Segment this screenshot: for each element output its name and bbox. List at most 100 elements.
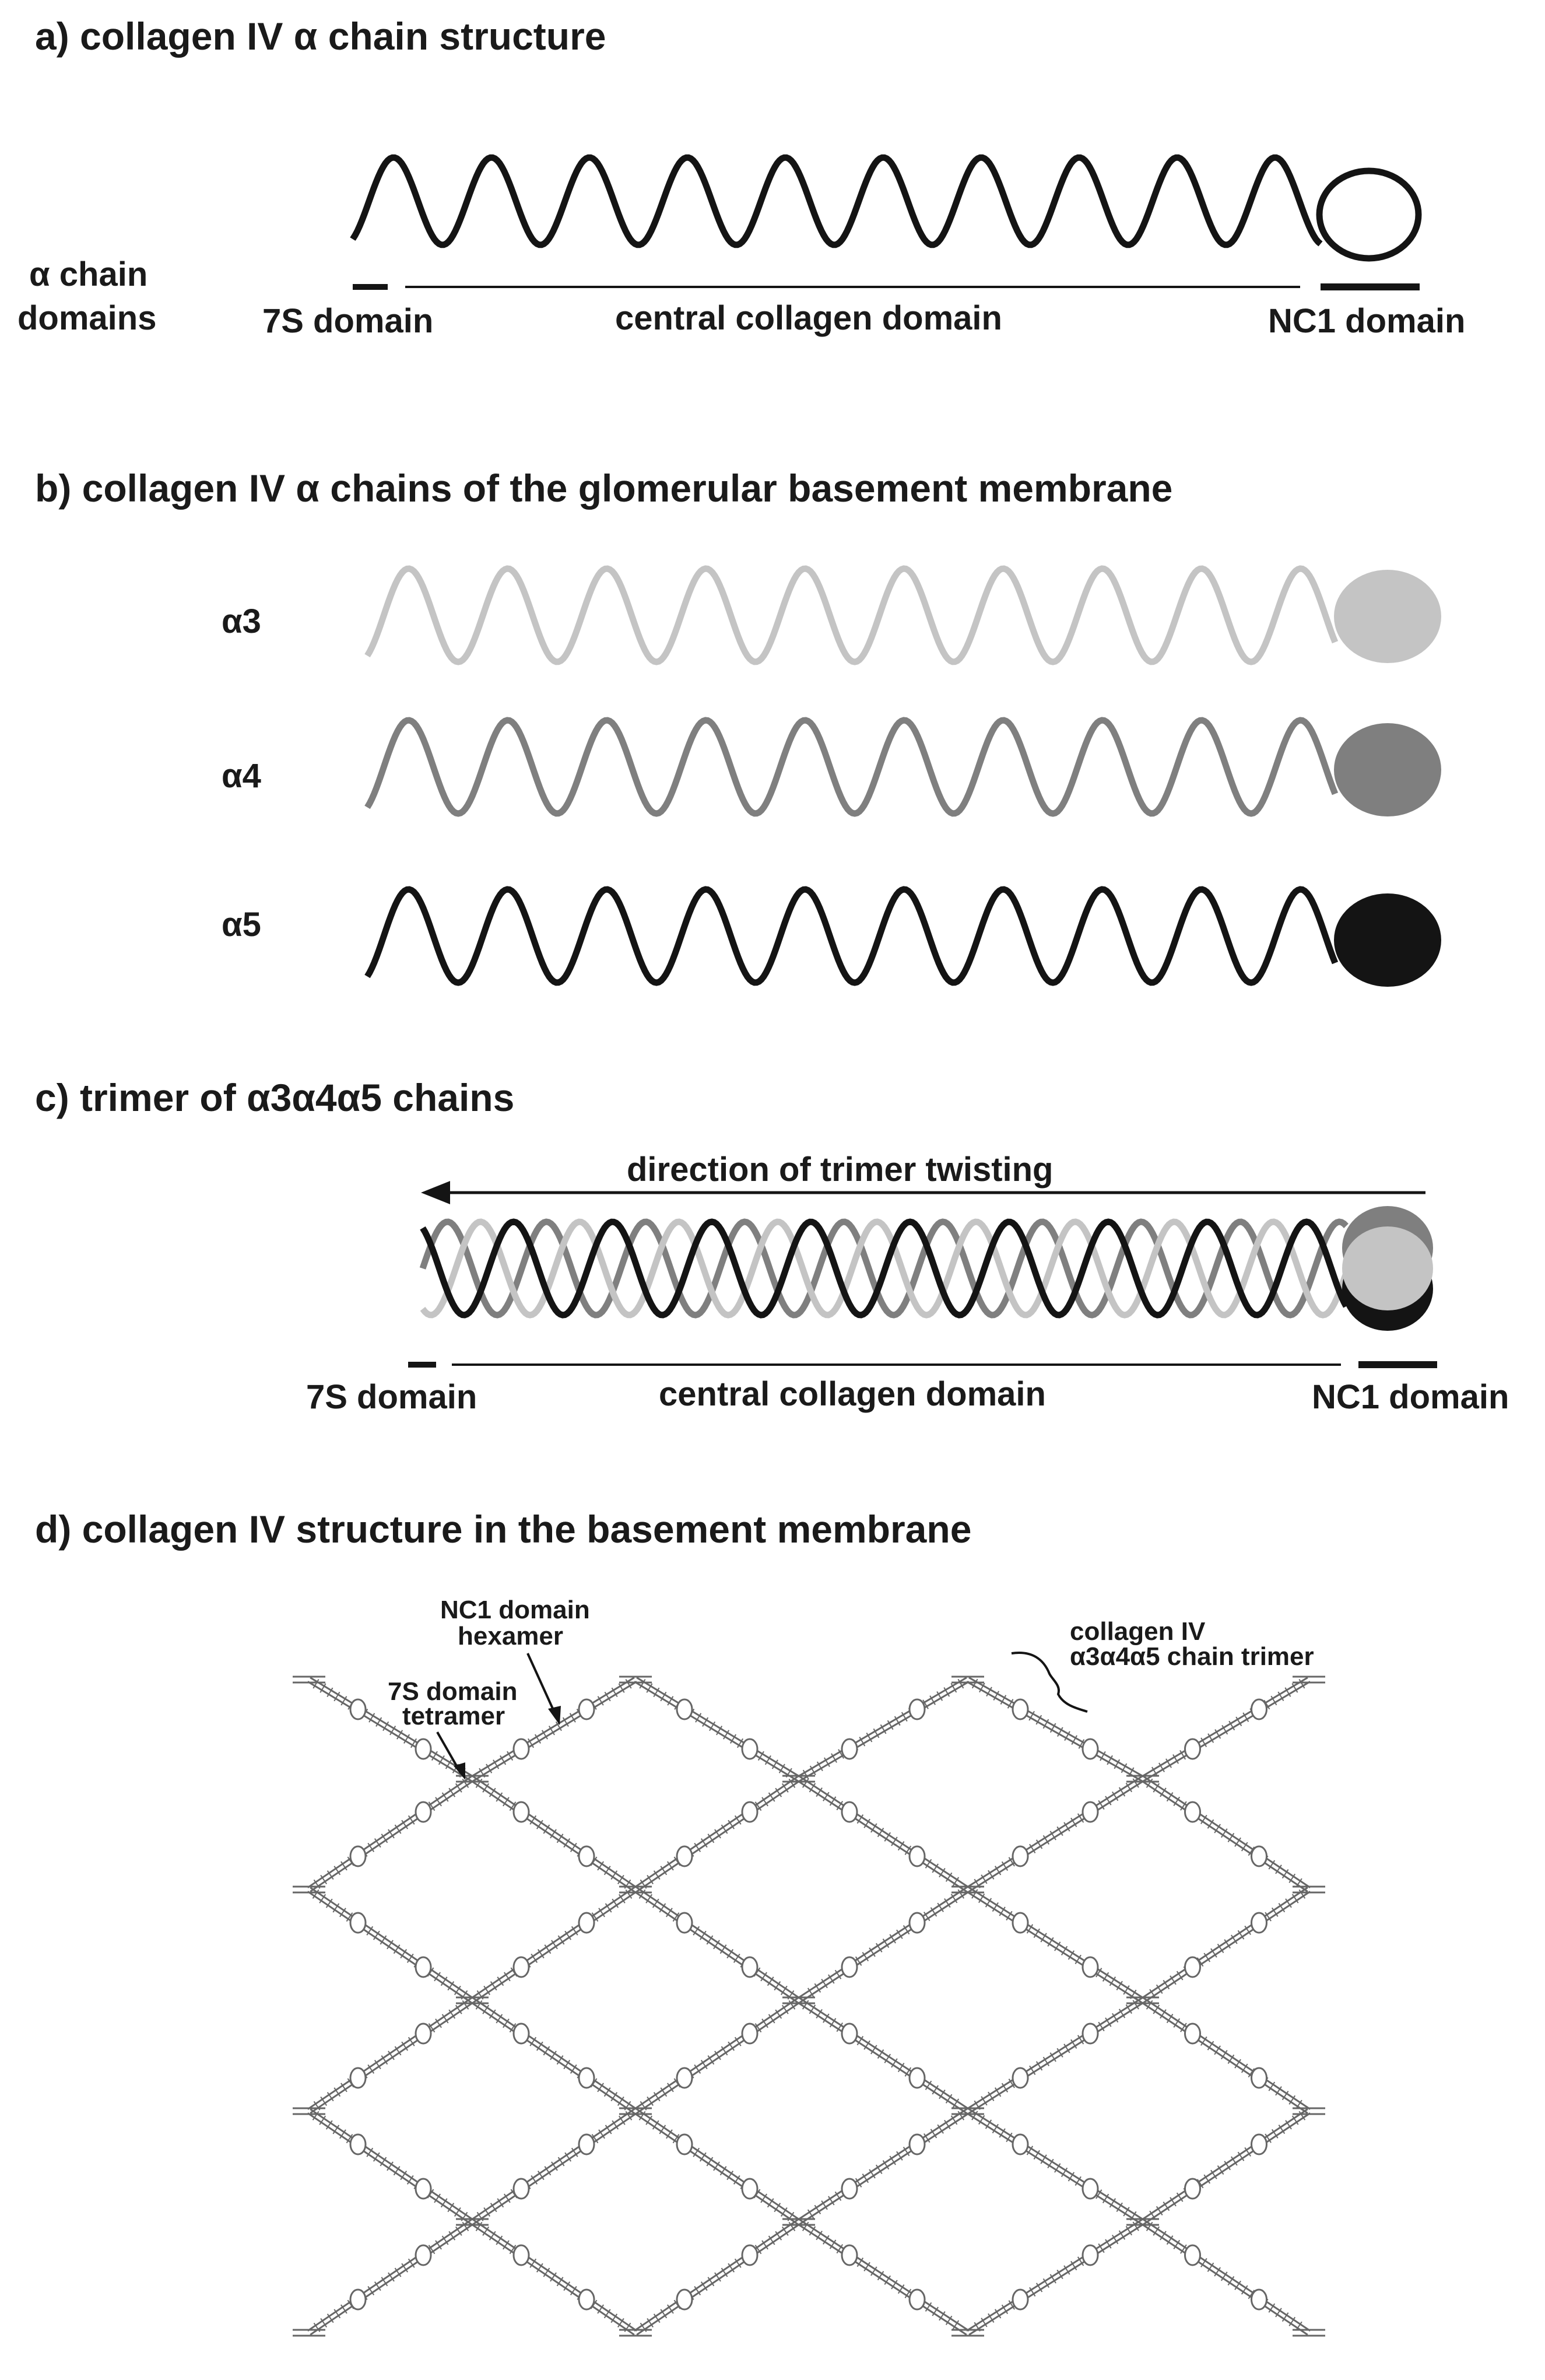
7s-tetramer-label-line1: 7S domain xyxy=(388,1677,518,1706)
nc1-hexamer-node xyxy=(512,2023,530,2045)
7s-tetramer-node xyxy=(456,1775,489,1783)
collagen-trimer-strand xyxy=(633,1776,801,1892)
nc1-hexamer-node xyxy=(512,2178,530,2200)
nc1-hexamer-node xyxy=(908,1698,926,1720)
nc1-hexamer-node xyxy=(1184,2244,1201,2266)
nc1-hexamer-node xyxy=(908,1912,926,1934)
trimer-label-line1: collagen IV xyxy=(1070,1617,1206,1646)
nc1-hexamer-node xyxy=(1012,1912,1029,1934)
7s-tetramer-node xyxy=(456,1996,489,2004)
collagen-trimer-strand xyxy=(307,1776,475,1892)
alpha4-chain-wave xyxy=(364,717,1339,817)
nc1-hexamer-node xyxy=(741,1956,759,1978)
nc1-hexamer-node xyxy=(415,1738,432,1760)
nc1-hexamer-node xyxy=(1184,1801,1201,1823)
nc1-hexamer-node xyxy=(841,1801,858,1823)
collagen-trimer-strand xyxy=(966,1887,1144,2003)
nc1-hexamer-node xyxy=(676,1845,693,1867)
collagen-trimer-strand xyxy=(966,1997,1144,2114)
alpha5-chain-wave xyxy=(364,886,1339,986)
panel-c: c) trimer of α3α4α5 chains direction of … xyxy=(35,1076,1509,1416)
collagen-trimer-strand xyxy=(1140,1887,1311,2003)
arrow-head xyxy=(421,1181,450,1204)
7s-tetramer-node xyxy=(951,1885,984,1894)
nc1-hexamer-node xyxy=(578,1698,595,1720)
7s-tetramer-node xyxy=(293,1676,325,1684)
nc1-hexamer-node xyxy=(578,2133,595,2155)
panel-b: b) collagen IV α chains of the glomerula… xyxy=(35,467,1441,987)
nc1-hexamer-label-line2: hexamer xyxy=(458,1622,563,1650)
7s-tetramer-node xyxy=(1293,1676,1325,1684)
7s-tetramer-node xyxy=(1293,2329,1325,2337)
nc1-hexamer-node xyxy=(349,2133,367,2155)
nc1-hexamer-node xyxy=(1251,2133,1267,2155)
nc1-hexamer-node xyxy=(512,1738,530,1760)
nc1-hexamer-node xyxy=(1012,2133,1029,2155)
collagen-trimer-strand xyxy=(633,1997,801,2114)
nc1-hexamer-node xyxy=(908,2133,926,2155)
nc1-hexamer-node xyxy=(349,1845,367,1867)
collagen-trimer-strand xyxy=(1141,1677,1311,1782)
7s-tetramer-node xyxy=(1293,2107,1325,2115)
7s-tetramer-node xyxy=(951,1676,984,1684)
collagen-trimer-strand xyxy=(307,1677,474,1782)
collagen-trimer-strand xyxy=(633,2219,801,2336)
7s-tetramer-node xyxy=(1126,1775,1159,1783)
collagen-trimer-strand xyxy=(307,1887,475,2003)
panel-a: a) collagen IV α chain structure α chain… xyxy=(17,15,1465,340)
chain-label-alpha3: α3 xyxy=(222,602,261,640)
7s-tetramer-node xyxy=(1293,1885,1325,1894)
nc1-hexamer-node xyxy=(349,2067,367,2089)
nc1-hexamer-node xyxy=(349,2288,367,2311)
7s-tetramer-node xyxy=(951,2329,984,2337)
nc1-hexamer-node xyxy=(1184,2178,1201,2200)
nc1-hexamer-node xyxy=(349,1698,367,1720)
nc1-hexamer-node xyxy=(512,1801,530,1823)
trimer-alpha4-strand xyxy=(419,1218,1349,1319)
nc1-hexamer-node xyxy=(1184,1956,1201,1978)
nc1-hexamer-node xyxy=(676,2133,693,2155)
alpha-chain-domains-label-line2: domains xyxy=(17,299,157,337)
collagen-trimer-strand xyxy=(966,2108,1144,2225)
alpha5-nc1-domain xyxy=(1334,893,1441,987)
7s-tetramer-node xyxy=(619,2329,652,2337)
collagen-trimer-strand xyxy=(796,2108,970,2225)
nc1-hexamer-node xyxy=(741,1738,759,1760)
nc1-hexamer-node xyxy=(415,2023,432,2045)
nc1-hexamer-node xyxy=(741,2244,759,2266)
7s-tetramer-label-line2: tetramer xyxy=(402,1702,505,1730)
trimer-label-line2: α3α4α5 chain trimer xyxy=(1070,1642,1314,1671)
collagen-trimer-strand xyxy=(470,2108,638,2225)
collagen-trimer-strand xyxy=(796,2219,970,2336)
collagen-trimer-strand xyxy=(1140,2108,1311,2225)
alpha4-nc1-domain xyxy=(1334,723,1441,816)
nc1-hexamer-label-line1: NC1 domain xyxy=(440,1596,590,1624)
nc1-hexamer-node xyxy=(1082,1801,1099,1823)
collagen-trimer-strand xyxy=(796,1997,970,2114)
trimer-chains xyxy=(419,1218,1350,1319)
trimer-label-7s-domain: 7S domain xyxy=(306,1378,477,1416)
alpha3-chain-wave xyxy=(364,565,1339,665)
nc1-hexamer-node xyxy=(578,2067,595,2089)
nc1-hexamer-node xyxy=(1012,2288,1029,2311)
nc1-hexamer-node xyxy=(676,2288,693,2311)
panel-a-title: a) collagen IV α chain structure xyxy=(35,15,606,58)
collagen-trimer-strand xyxy=(307,2108,475,2225)
collagen-trimer-strand xyxy=(633,1887,801,2003)
collagen-trimer-strand xyxy=(470,1776,638,1892)
collagen-trimer-strand xyxy=(1140,1997,1311,2114)
nc1-hexamer-node xyxy=(1082,2178,1099,2200)
collagen-trimer-strand xyxy=(796,1887,970,2003)
nc1-hexamer-node xyxy=(908,2067,926,2089)
nc1-hexamer-node xyxy=(841,2023,858,2045)
trimer-label-nc1-domain: NC1 domain xyxy=(1312,1378,1509,1416)
7s-tetramer-node xyxy=(293,1885,325,1894)
collagen-trimer-strand xyxy=(307,2219,475,2336)
7s-tetramer-node xyxy=(1126,1996,1159,2004)
nc1-hexamer-node xyxy=(1251,1698,1267,1720)
nc1-hexamer-node xyxy=(741,1801,759,1823)
collagen-trimer-strand xyxy=(633,2108,801,2225)
collagen-trimer-strand xyxy=(1140,1776,1311,1892)
7s-tetramer-node xyxy=(456,2218,489,2226)
nc1-hexamer-node xyxy=(415,1801,432,1823)
